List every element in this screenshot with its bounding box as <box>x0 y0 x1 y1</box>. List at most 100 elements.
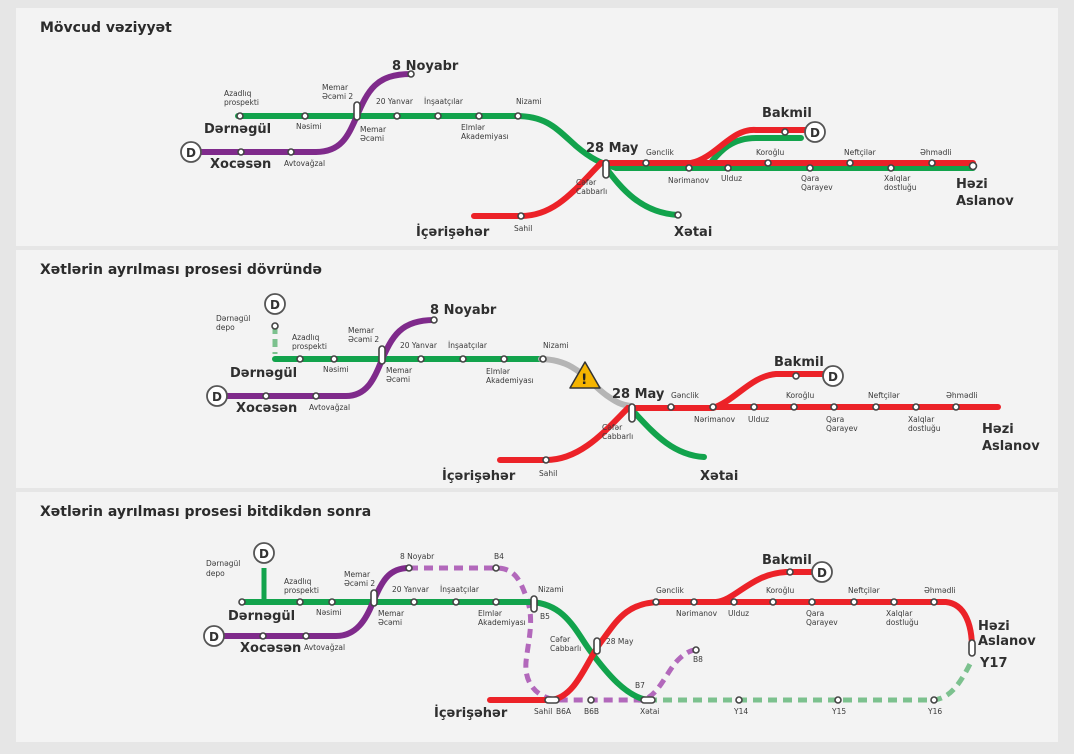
label-avtovagzal: Avtovağzal <box>284 159 325 168</box>
station-nerimanov <box>690 598 698 606</box>
label-xetai: Xətai <box>674 225 712 240</box>
label-y17: Y17 <box>979 656 1008 671</box>
green-branch-xetai <box>629 407 707 460</box>
station-nerimanov <box>685 164 693 172</box>
label-xalqlar: Xalqlar <box>886 609 913 618</box>
label-xalqlar: Xalqlar <box>884 174 911 183</box>
station-qara <box>806 164 814 172</box>
station-xetai <box>674 211 682 219</box>
green-line <box>239 599 651 703</box>
station-avtovagzal <box>287 148 295 156</box>
station-28may-transfer <box>593 637 601 655</box>
label-elmler2: Akademiyası <box>486 376 534 385</box>
panel-title: Mövcud vəziyyət <box>40 20 172 36</box>
station-dernegul-depo <box>271 322 279 330</box>
label-memar: Memar <box>386 366 413 375</box>
label-ehmedli: Əhmədli <box>946 391 978 400</box>
label-b5: B5 <box>540 612 550 621</box>
label-b8: B8 <box>693 655 703 664</box>
station-xalqlar <box>890 598 898 606</box>
depot-label: D <box>828 370 838 384</box>
label-b6b: B6B <box>584 707 599 716</box>
label-nerimanov: Nərimanov <box>676 609 718 618</box>
station-neftciler <box>850 598 858 606</box>
label-azadliq2: prospekti <box>224 98 259 107</box>
station-genclik <box>652 598 660 606</box>
red-line <box>471 126 814 219</box>
label-sahil: Sahil <box>514 224 532 233</box>
depot-icon <box>253 542 275 564</box>
station-b6b <box>587 696 595 704</box>
label-aslanov: Aslanov <box>982 439 1040 454</box>
label-depo2: depo <box>206 569 225 578</box>
label-20yanvar: 20 Yanvar <box>376 97 414 106</box>
station-qara <box>830 403 838 411</box>
station-koroglu <box>790 403 798 411</box>
label-azadliq: Azadlıq <box>284 577 312 586</box>
station-bakmil <box>786 568 794 576</box>
station-memar-transfer <box>353 101 361 121</box>
station-y15 <box>834 696 842 704</box>
station-sahil <box>542 456 550 464</box>
label-elmler: Elmlər <box>478 609 503 618</box>
label-xalqlar2: dostluğu <box>908 424 941 433</box>
label-memar-b: Əcəmi <box>386 375 410 384</box>
label-avtovagzal: Avtovağzal <box>304 643 345 652</box>
label-hezi: Həzi <box>982 422 1014 437</box>
purple-dashed-extension <box>409 565 697 703</box>
label-20yanvar: 20 Yanvar <box>400 341 438 350</box>
label-depo: Dərnəgül <box>216 314 250 323</box>
label-cefer: Cəfər <box>602 423 623 432</box>
depot-icon <box>264 293 286 315</box>
station-y14 <box>735 696 743 704</box>
label-genclik: Gənclik <box>646 148 674 157</box>
station-hezi <box>968 161 978 171</box>
label-memar-b: Əcəmi <box>360 134 384 143</box>
metro-map-during: ! D D D Dərnəgül depo 8 Noyabr Memar Əcə… <box>206 293 1040 484</box>
label-28may: 28 May <box>606 637 634 646</box>
station-ehmedli <box>930 598 938 606</box>
station-insaatcilar <box>452 598 460 606</box>
warning-icon <box>569 361 601 389</box>
station-20yanvar <box>410 598 418 606</box>
depot-icon <box>822 365 844 387</box>
station-elmler <box>492 598 500 606</box>
station-nizami <box>539 355 547 363</box>
label-dernegul: Dərnəgül <box>228 609 295 624</box>
label-ulduz: Ulduz <box>728 609 749 618</box>
label-memar2b: Əcəmi 2 <box>348 335 379 344</box>
label-memar: Memar <box>378 609 405 618</box>
label-dernegul: Dərnəgül <box>230 366 297 381</box>
station-20yanvar <box>417 355 425 363</box>
label-28may: 28 May <box>586 141 639 156</box>
station-ehmedli <box>928 159 936 167</box>
station-b4 <box>492 564 500 572</box>
label-depo2: depo <box>216 323 235 332</box>
station-memar-transfer <box>378 345 386 365</box>
label-xocesen: Xocəsən <box>240 641 301 656</box>
red-line <box>497 371 834 463</box>
station-nizami <box>514 112 522 120</box>
label-b7: B7 <box>635 681 645 690</box>
label-neftciler: Neftçilər <box>848 586 881 595</box>
label-insaatcilar: İnşaatçılar <box>440 585 480 594</box>
label-cefer2: Cabbarlı <box>550 644 581 653</box>
green-dashed-extension <box>648 660 974 703</box>
station-sahil <box>517 212 525 220</box>
station-sahil-transfer <box>544 696 560 704</box>
station-b8 <box>692 646 700 654</box>
label-neftciler: Neftçilər <box>844 148 877 157</box>
label-b6a: B6A <box>556 707 572 716</box>
label-aslanov: Aslanov <box>956 194 1014 209</box>
label-qara: Qara <box>806 609 824 618</box>
depot-label: D <box>212 390 222 404</box>
panel-during-separation: Xətlərin ayrılması prosesi dövründə ! <box>16 250 1058 488</box>
label-cefer: Cəfər <box>550 635 571 644</box>
label-hezi: Həzi <box>956 177 988 192</box>
depot-icon <box>206 385 228 407</box>
label-insaatcilar: İnşaatçılar <box>424 97 464 106</box>
label-cefer: Cəfər <box>576 178 597 187</box>
station-20yanvar <box>393 112 401 120</box>
station-8noyabr <box>430 316 438 324</box>
depot-icon <box>804 121 826 143</box>
